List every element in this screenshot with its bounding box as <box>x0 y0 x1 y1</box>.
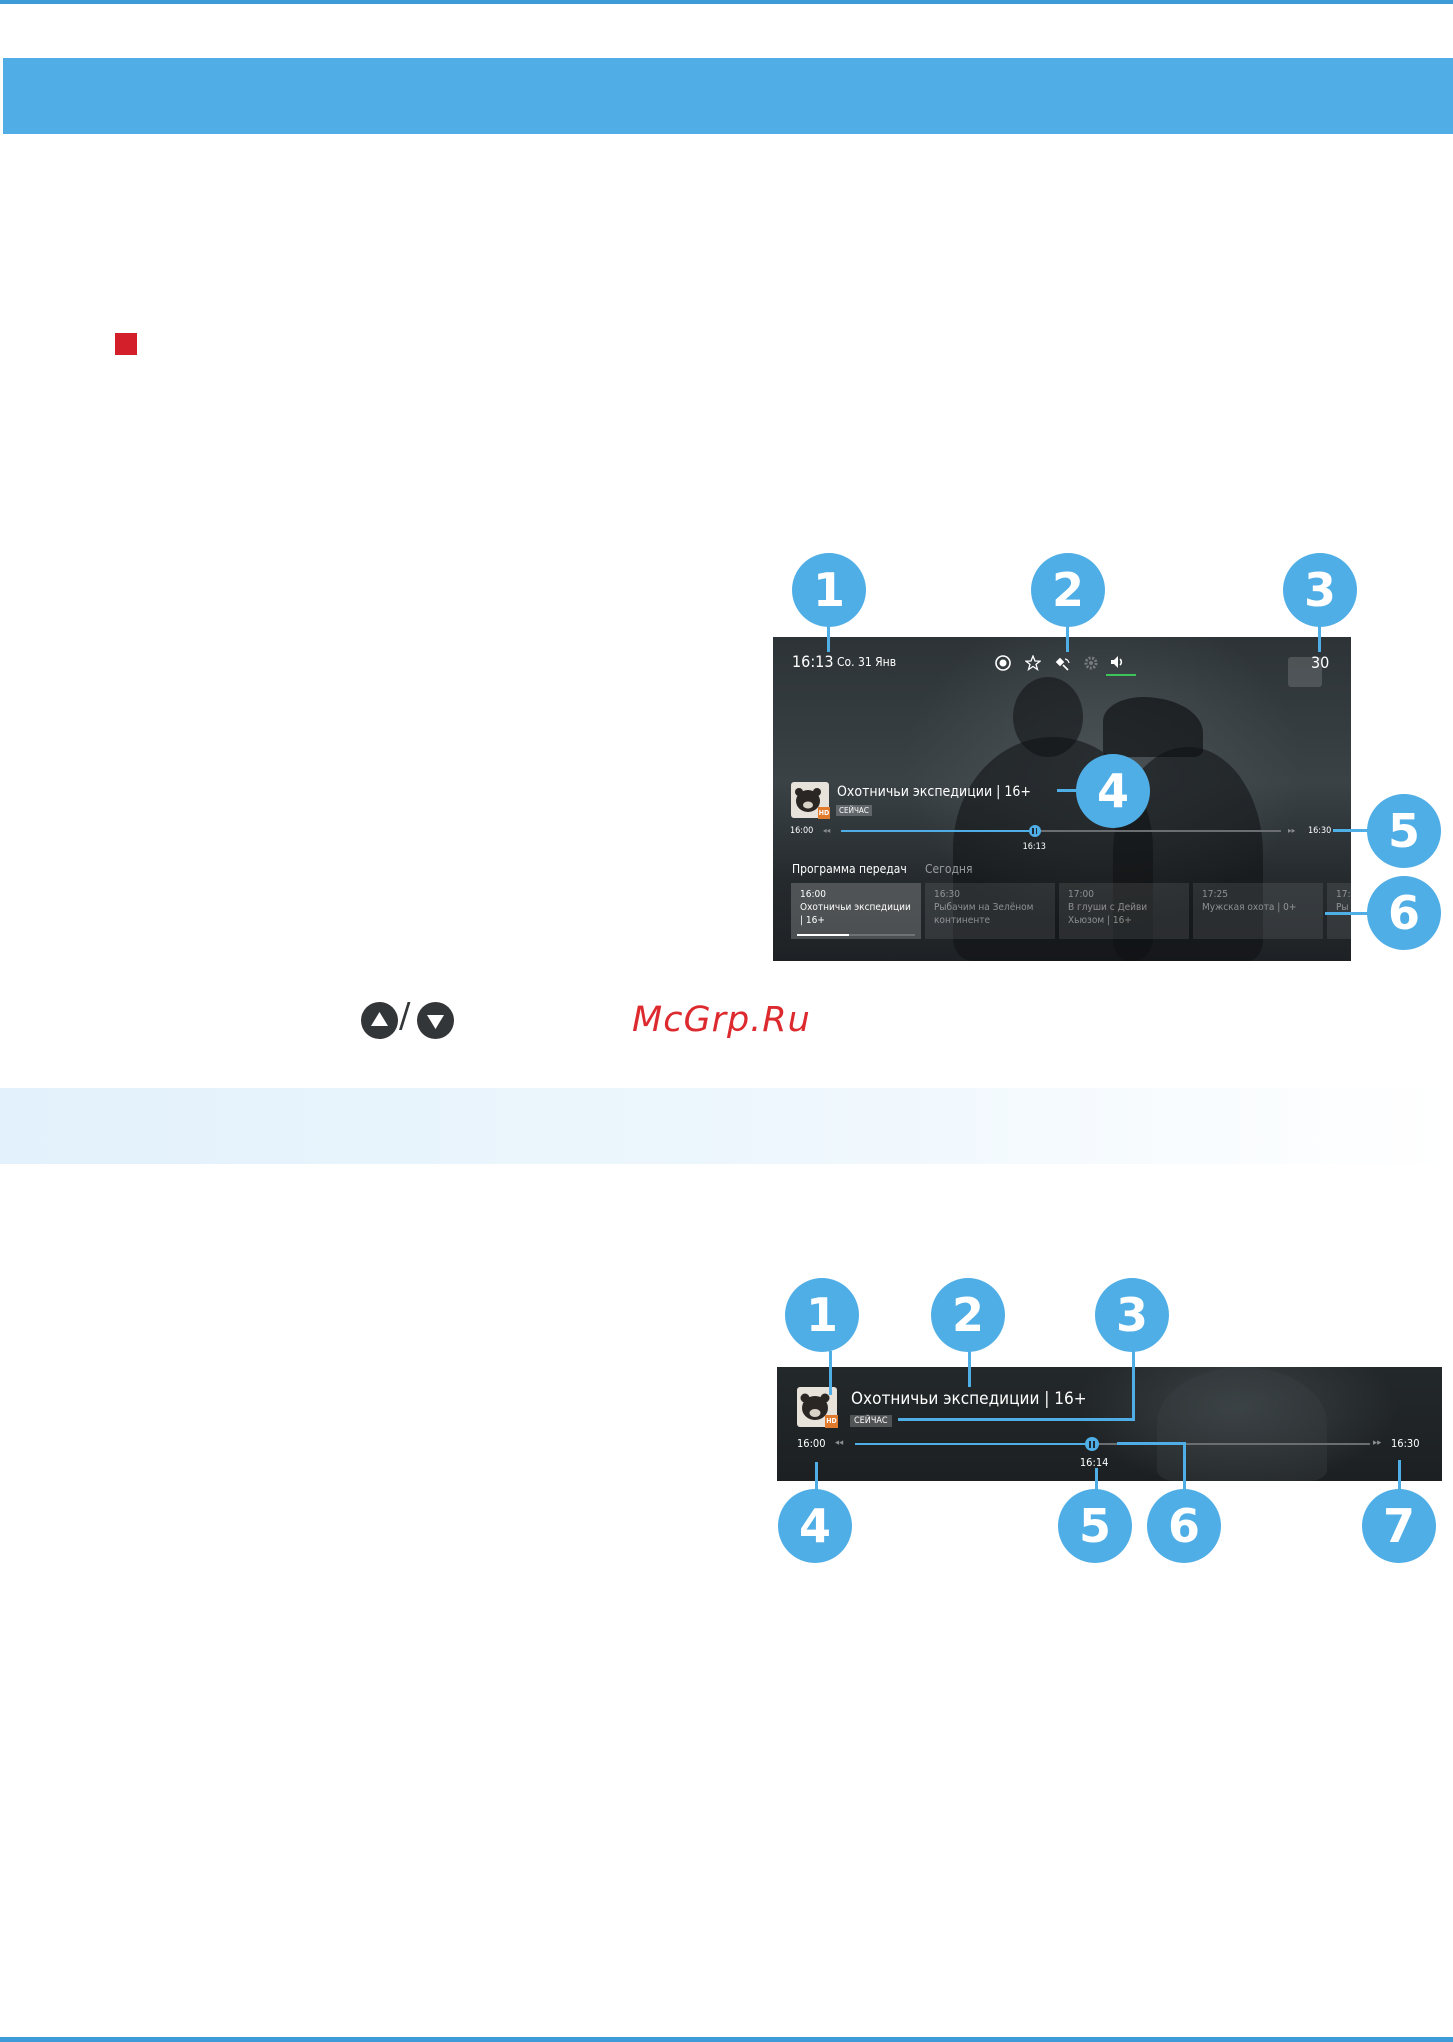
callout-7: 7 <box>1362 1489 1436 1563</box>
guide-item-time: 16:30 <box>934 889 960 900</box>
tv-info-screen: 16:13 Со. 31 Янв 30 HD Охотничьи экспеди… <box>773 637 1351 961</box>
guide-item-time: 16:00 <box>800 889 826 900</box>
callout-leader <box>829 1351 832 1395</box>
guide-item-progress-track <box>797 934 915 936</box>
callout-leader <box>1183 1442 1186 1498</box>
bear-logo-icon <box>795 788 821 812</box>
callout-2: 2 <box>931 1278 1005 1352</box>
date-label: Со. 31 Янв <box>837 655 897 669</box>
callout-leader <box>815 1462 818 1498</box>
hd-badge: HD <box>825 1415 838 1428</box>
callout-6: 6 <box>1367 876 1441 950</box>
record-icon[interactable] <box>995 655 1011 671</box>
bottom-rule <box>0 2037 1453 2042</box>
clock: 16:13 <box>792 652 834 671</box>
current-time: 16:13 <box>1022 842 1046 852</box>
callout-4: 4 <box>1076 754 1150 828</box>
callout-3: 3 <box>1283 553 1357 627</box>
callout-leader <box>1066 620 1069 652</box>
callout-1: 1 <box>792 553 866 627</box>
nav-separator: / <box>399 996 411 1036</box>
up-button <box>361 1002 398 1039</box>
guide-item-title: Рыбачим на Зелёном континенте <box>934 902 1034 926</box>
guide-item[interactable]: 17:00 В глуши с Дейви Хьюзом | 16+ <box>1059 883 1189 939</box>
callout-leader <box>1057 789 1087 792</box>
callout-2: 2 <box>1031 553 1105 627</box>
callout-leader <box>1325 912 1373 915</box>
now-badge: СЕЙЧАС <box>850 1415 892 1427</box>
progress-track[interactable] <box>855 1443 1370 1445</box>
guide-day[interactable]: Сегодня <box>925 862 973 876</box>
pause-bar <box>1088 1440 1091 1448</box>
bullet-marker <box>115 333 137 355</box>
guide-item[interactable]: 17: Ры 12 <box>1327 883 1351 939</box>
rewind-icon[interactable]: ◂◂ <box>823 826 831 835</box>
tv-info-bar: HD Охотничьи экспедиции | 16+ СЕЙЧАС 16:… <box>777 1367 1442 1481</box>
callout-leader <box>1333 829 1373 832</box>
pause-bar <box>1035 828 1038 834</box>
callout-leader <box>1132 1351 1135 1421</box>
settings-gear-icon[interactable] <box>1083 655 1099 671</box>
guide-item-time: 17:00 <box>1068 889 1094 900</box>
pause-bar <box>1092 1440 1095 1448</box>
program-title: Охотничьи экспедиции | 16+ <box>851 1389 1087 1409</box>
callout-6: 6 <box>1147 1489 1221 1563</box>
callout-1: 1 <box>785 1278 859 1352</box>
start-time: 16:00 <box>790 826 814 836</box>
callout-leader <box>827 620 830 652</box>
arrow-down-icon <box>427 1015 444 1029</box>
watermark: McGrp.Ru <box>632 1000 811 1040</box>
guide-item-title: Мужская охота | 0+ <box>1202 902 1297 913</box>
satellite-icon[interactable] <box>1053 655 1071 671</box>
end-time: 16:30 <box>1391 1437 1420 1450</box>
callout-leader <box>968 1351 971 1387</box>
guide-item[interactable]: 17:25 Мужская охота | 0+ <box>1193 883 1323 939</box>
callout-4: 4 <box>778 1489 852 1563</box>
channel-logo-faint <box>1288 657 1322 687</box>
progress-fill <box>855 1443 1092 1445</box>
fast-forward-icon[interactable]: ▸▸ <box>1288 826 1296 835</box>
callout-leader <box>1117 1442 1186 1445</box>
progress-knob[interactable] <box>1028 825 1041 837</box>
callout-leader <box>1318 620 1321 652</box>
arrow-up-icon <box>371 1012 388 1026</box>
guide-item-title: Ры 12 <box>1336 902 1351 913</box>
end-time: 16:30 <box>1308 826 1332 836</box>
guide-item[interactable]: 16:00 Охотничьи экспедиции | 16+ <box>791 883 921 939</box>
start-time: 16:00 <box>797 1437 826 1450</box>
pause-bar <box>1032 828 1034 834</box>
channel-logo <box>797 1387 837 1427</box>
current-time: 16:14 <box>1079 1456 1109 1469</box>
fast-forward-icon[interactable]: ▸▸ <box>1373 1438 1382 1448</box>
rewind-icon[interactable]: ◂◂ <box>835 1438 844 1448</box>
callout-5: 5 <box>1058 1489 1132 1563</box>
guide-item[interactable]: 16:30 Рыбачим на Зелёном континенте <box>925 883 1055 939</box>
top-rule <box>0 0 1453 4</box>
guide-item-progress-fill <box>797 934 849 936</box>
now-badge: СЕЙЧАС <box>836 805 872 816</box>
callout-5: 5 <box>1367 794 1441 868</box>
down-button <box>417 1002 454 1039</box>
hd-badge: HD <box>818 807 830 819</box>
guide-item-title: Охотничьи экспедиции | 16+ <box>800 902 911 926</box>
favorite-star-icon[interactable] <box>1025 655 1041 671</box>
volume-level-indicator <box>1106 674 1136 676</box>
guide-title: Программа передач <box>792 862 907 876</box>
callout-leader <box>1095 1468 1098 1498</box>
volume-icon[interactable] <box>1109 654 1127 670</box>
guide-item-time: 17: <box>1336 889 1351 900</box>
subsection-header-bar <box>0 1088 1453 1164</box>
callout-leader <box>1398 1460 1401 1498</box>
callout-leader <box>898 1418 1135 1421</box>
callout-3: 3 <box>1095 1278 1169 1352</box>
program-title: Охотничьи экспедиции | 16+ <box>837 784 1031 800</box>
progress-fill <box>841 830 1035 832</box>
progress-knob[interactable] <box>1084 1437 1099 1451</box>
section-header-bar <box>3 58 1453 134</box>
guide-item-title: В глуши с Дейви Хьюзом | 16+ <box>1068 902 1148 926</box>
guide-item-time: 17:25 <box>1202 889 1228 900</box>
channel-number: 30 <box>1311 653 1330 672</box>
progress-track[interactable] <box>841 830 1281 832</box>
bear-logo-icon <box>800 1393 830 1420</box>
